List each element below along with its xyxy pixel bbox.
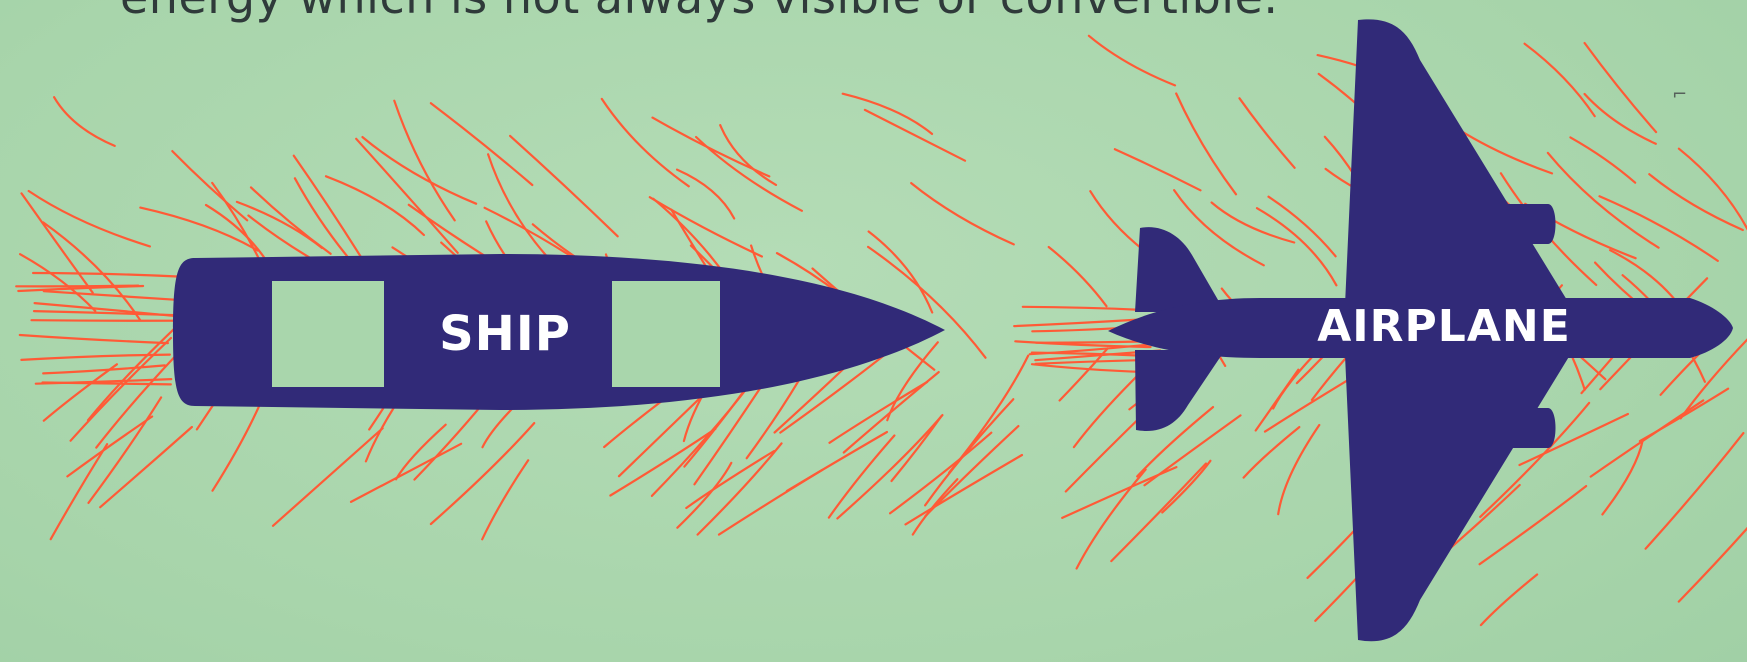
- airplane-tail-lower: [1135, 350, 1225, 431]
- ship-flow-stroke: [843, 94, 932, 134]
- ship-flow-stroke: [351, 444, 461, 502]
- page-corner-mark: ⌐: [1672, 84, 1687, 105]
- ship-flow-stroke: [488, 154, 556, 267]
- airplane-flow-stroke: [1257, 208, 1336, 285]
- ship-flow-stroke: [294, 156, 370, 271]
- ship-flow-stroke: [363, 137, 477, 204]
- airplane-flow-stroke: [1244, 427, 1300, 478]
- ship-flow-stroke: [16, 286, 138, 287]
- ship-flow-stroke: [696, 137, 802, 211]
- airplane-flow-stroke: [1240, 98, 1295, 168]
- ship-flow-stroke: [686, 451, 774, 508]
- ship-flow-stroke: [172, 151, 247, 220]
- ship-flow-stroke: [51, 444, 107, 539]
- ship-flow-stroke: [43, 365, 165, 373]
- airplane-flow-stroke: [1115, 149, 1201, 190]
- ship-label: SHIP: [439, 306, 571, 362]
- airplane-flow-stroke: [1176, 94, 1236, 195]
- airplane-flow-stroke: [1480, 486, 1587, 564]
- airplane-flow-stroke: [1269, 197, 1336, 257]
- airplane-flow-stroke: [1591, 400, 1704, 476]
- ship-flow-stroke: [20, 335, 168, 343]
- airplane-flow-stroke: [1481, 575, 1537, 626]
- ship-flow-stroke: [44, 291, 190, 301]
- ship-flow-stroke: [32, 320, 182, 321]
- ship-flow-stroke: [865, 110, 965, 161]
- ship-flow-stroke: [273, 428, 383, 526]
- airplane-tail-upper: [1135, 227, 1225, 312]
- ship-flow-stroke: [830, 382, 928, 443]
- ship-flow-stroke: [251, 187, 331, 253]
- ship-flow-stroke: [482, 460, 528, 539]
- airplane-flow-stroke: [1162, 461, 1210, 513]
- airplane-flow-stroke: [1649, 174, 1743, 230]
- airplane-flow-stroke: [1679, 486, 1747, 602]
- airplane-flow-stroke: [1089, 36, 1175, 86]
- ship-flow-stroke: [911, 183, 1014, 244]
- ship-flow-stroke: [67, 417, 152, 477]
- ship-flow-stroke: [54, 97, 115, 146]
- airplane-upper-wing: [1345, 19, 1570, 305]
- ship-flow-stroke: [356, 139, 458, 253]
- ship-hatch-left: [272, 281, 384, 387]
- airplane-label: AIRPLANE: [1317, 301, 1571, 352]
- ship-flow-stroke: [71, 338, 171, 441]
- airplane-flow-stroke: [1570, 137, 1635, 182]
- ship-flow-stroke: [396, 425, 446, 480]
- airplane-flow-stroke: [1265, 375, 1356, 431]
- airplane-flow-stroke: [1049, 247, 1107, 306]
- airplane-flow-stroke: [1679, 149, 1747, 231]
- ship-flow-stroke: [510, 136, 618, 236]
- airplane-flow-stroke: [1111, 464, 1206, 562]
- airplane-flow-stroke: [1525, 44, 1595, 117]
- airplane-lower-wing: [1345, 355, 1570, 641]
- ship-flow-stroke: [29, 191, 150, 246]
- airplane-flow-stroke: [1640, 389, 1728, 441]
- ship-flow-stroke: [602, 99, 689, 186]
- airplane-flow-stroke: [1602, 440, 1642, 514]
- ship-flow-stroke: [394, 101, 454, 221]
- airplane-flow-stroke: [1212, 203, 1295, 243]
- ship-flow-stroke: [650, 197, 762, 256]
- airplane-flow-stroke: [1646, 433, 1744, 549]
- airplane-engine-lower: [1490, 408, 1556, 448]
- ship-hatch-right: [612, 281, 720, 387]
- ship-flow-stroke: [677, 170, 734, 219]
- airplane-engine-upper: [1490, 204, 1556, 244]
- ship: SHIP: [173, 254, 945, 410]
- airplane-flow-stroke: [1585, 43, 1657, 132]
- ship-flow-stroke: [431, 103, 532, 185]
- airplane-flow-stroke: [1548, 153, 1659, 248]
- ship-flow-stroke: [653, 118, 770, 177]
